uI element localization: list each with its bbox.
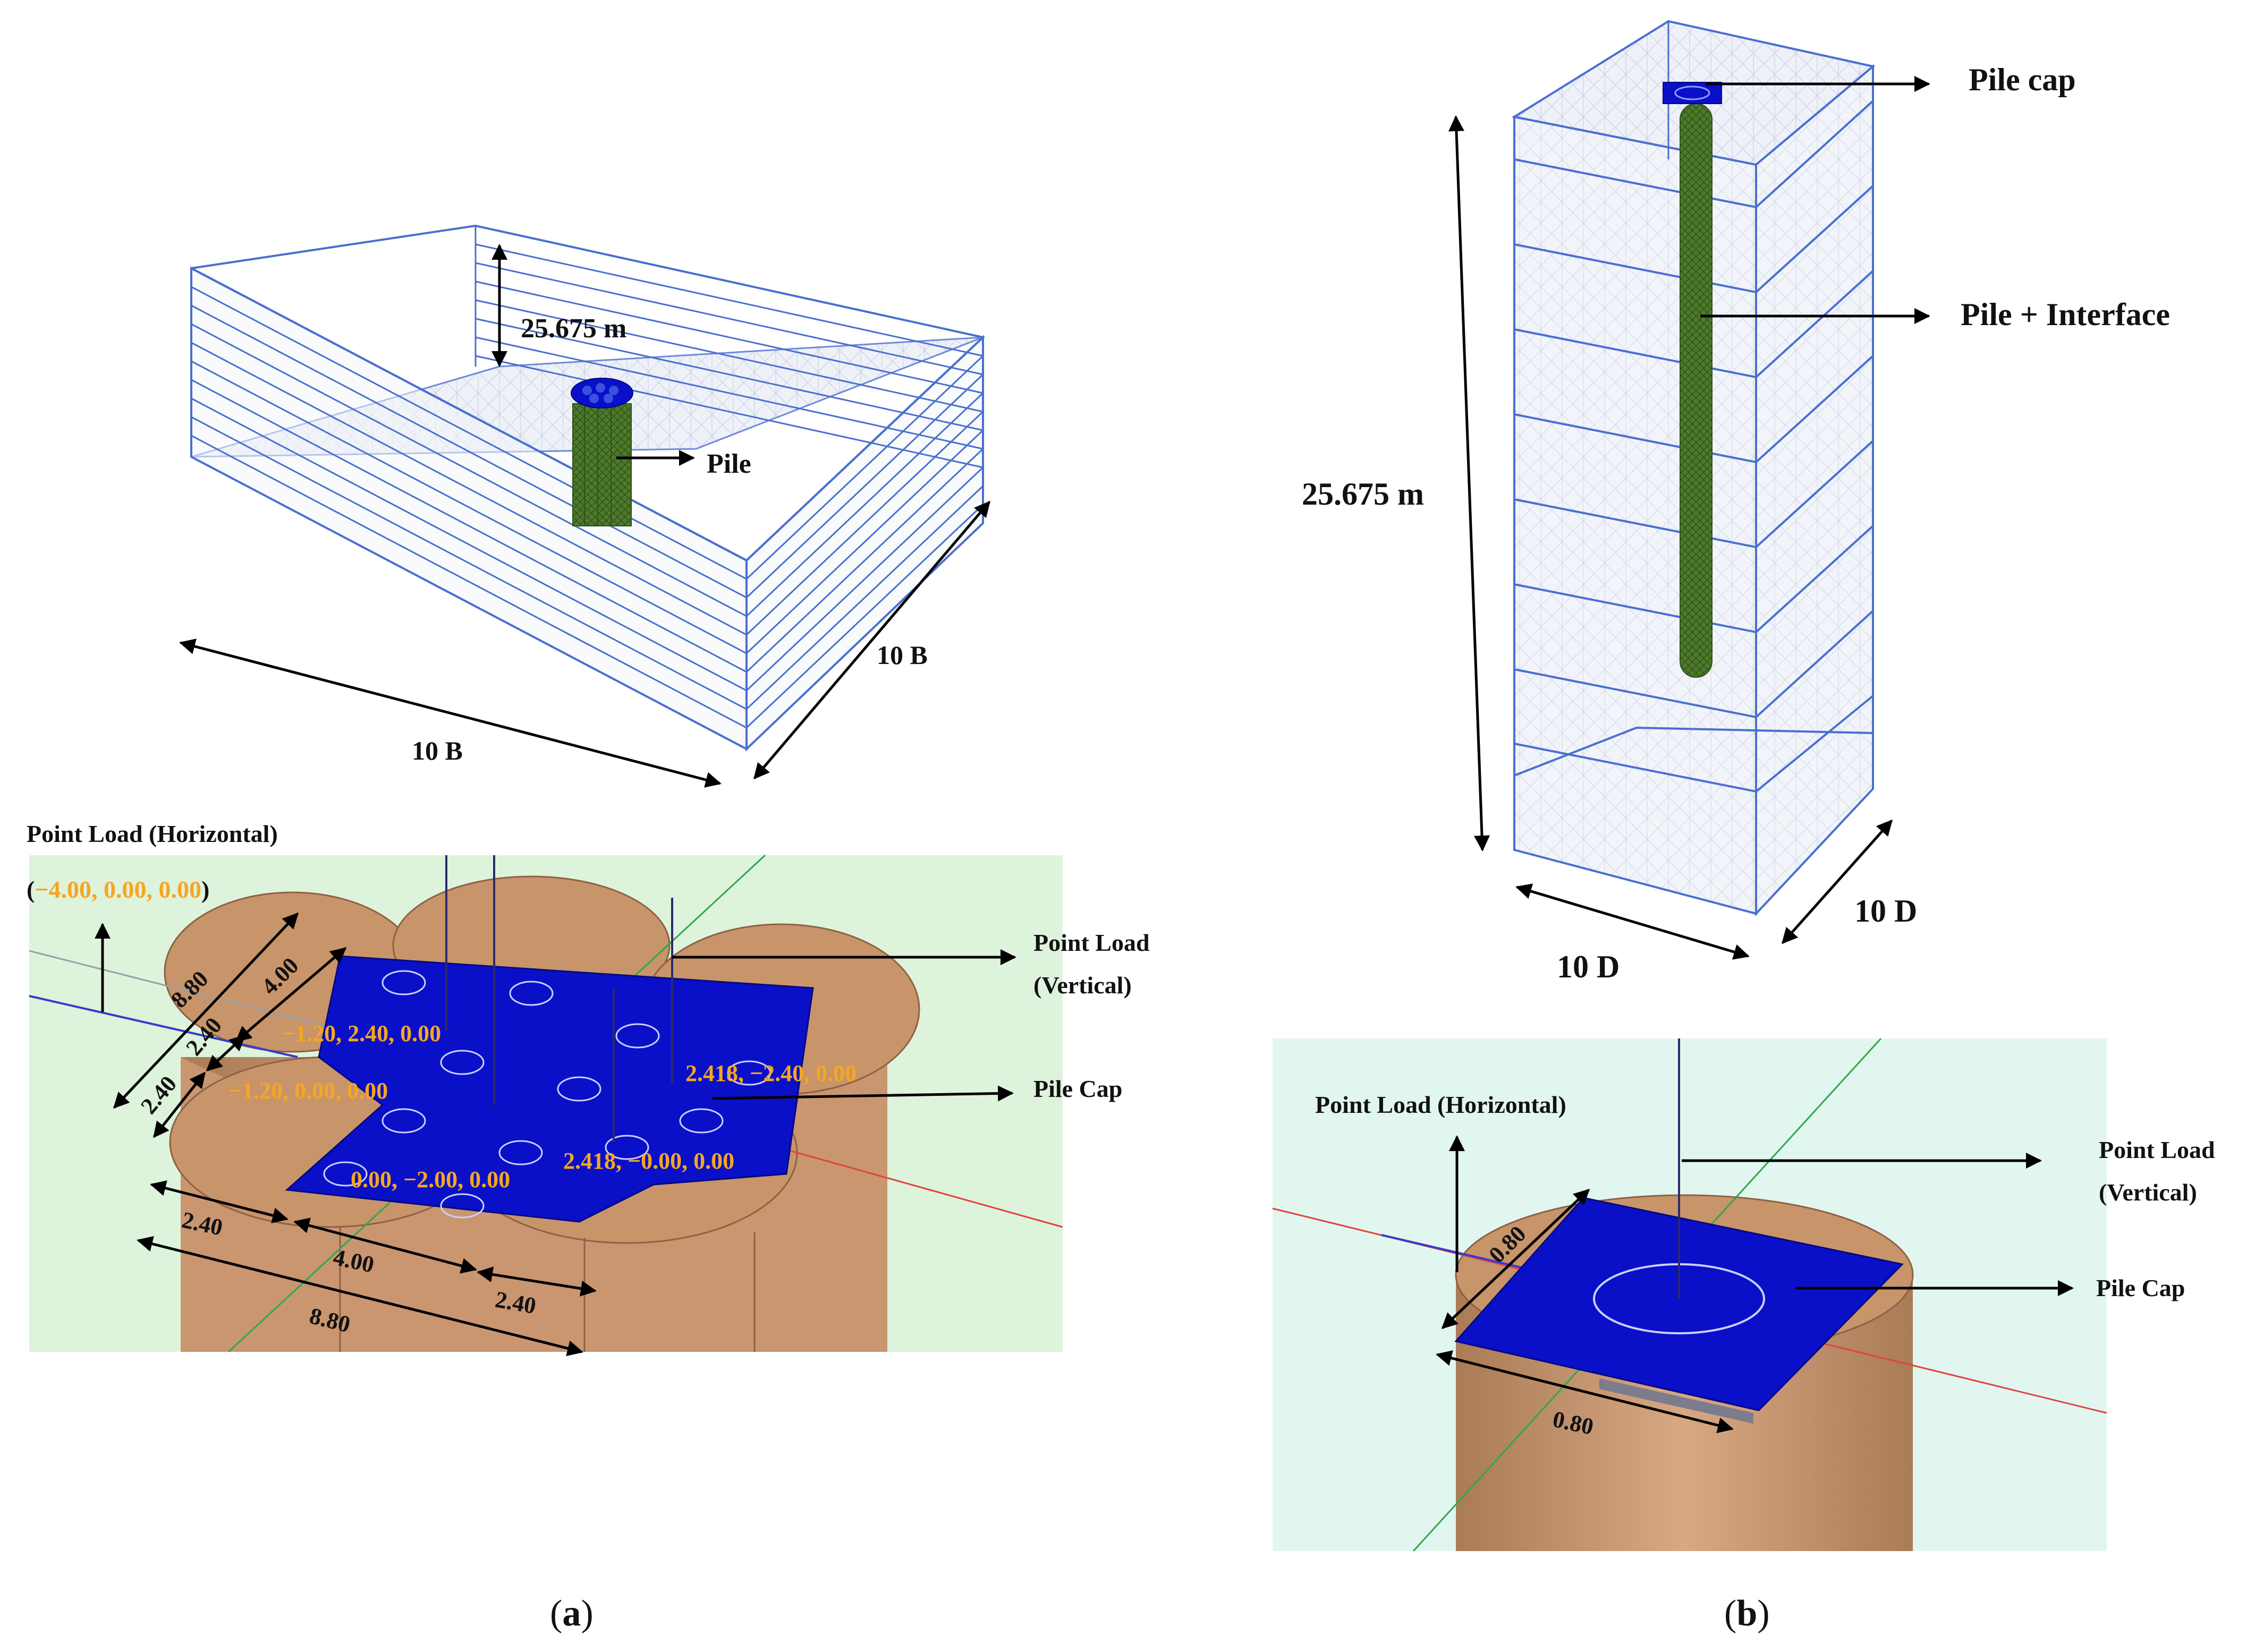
model-a-front-face	[190, 266, 748, 751]
model-a-pile-group	[571, 378, 633, 526]
detail-a-horizontal-load-label: Point Load (Horizontal)	[27, 820, 278, 847]
detail-a-coord-3: 2.418, −2.40, 0.00	[685, 1060, 857, 1086]
detail-b-pile-cap-label: Pile Cap	[2096, 1274, 2185, 1301]
panel-b-detail: Point Load (Horizontal) Point Load (Vert…	[1272, 1037, 2215, 1552]
detail-b-dim-side-arrow	[1441, 1188, 1590, 1330]
detail-b-horizontal-load-label: Point Load (Horizontal)	[1315, 1091, 1566, 1118]
caption-b: (b)	[1724, 1593, 1770, 1634]
model-a-width-label-x: 10 B	[412, 736, 463, 765]
detail-a-horizontal-load-coords: (−4.00, 0.00, 0.00)	[27, 876, 209, 903]
model-b-pile-cap-label: Pile cap	[1969, 62, 2076, 97]
detail-a-coord-1: −1.20, 2.40, 0.00	[282, 1020, 441, 1046]
model-b-pile-cap	[1663, 82, 1722, 104]
model-a-pile-label: Pile	[707, 449, 751, 479]
model-a-top-rim	[191, 224, 986, 562]
model-b-pile-interface-label: Pile + Interface	[1961, 297, 2170, 332]
model-b-width-label-x: 10 D	[1557, 949, 1620, 984]
model-a-width-arrow-y	[753, 500, 990, 780]
panel-a-detail: Point Load (Horizontal) (−4.00, 0.00, 0.…	[27, 820, 1150, 1356]
model-b-front-face	[1513, 115, 1757, 915]
caption-a: (a)	[550, 1593, 594, 1634]
model-b-depth-arrow	[1448, 115, 1490, 851]
detail-a-pile-cap-label: Pile Cap	[1033, 1075, 1122, 1102]
panel-b-model: Pile cap Pile + Interface 25.675 m 10 D …	[1302, 20, 2170, 984]
detail-a-pile-cap-arrow	[711, 1085, 1014, 1102]
detail-a-vertical-loads	[445, 855, 673, 1142]
model-b-width-arrow-y	[1782, 819, 1893, 944]
detail-b-vertical-load-label-2: (Vertical)	[2099, 1179, 2197, 1206]
detail-a-dimension-lines	[113, 912, 597, 1356]
detail-a-coord-2: −1.20, 0.00, 0.00	[228, 1078, 388, 1104]
panel-a-model: 25.675 m Pile 10 B 10 B	[179, 224, 990, 788]
model-b-side-face	[1755, 64, 1874, 917]
detail-a-pile-rings	[323, 970, 772, 1219]
detail-a-coord-4: 2.418, −0.00, 0.00	[563, 1148, 734, 1174]
model-b-width-label-y: 10 D	[1854, 893, 1917, 929]
detail-a-pile-cap	[285, 955, 814, 1223]
detail-a-vertical-load-label-2: (Vertical)	[1033, 972, 1132, 999]
model-b-width-arrow-x	[1515, 883, 1750, 960]
detail-a-coord-5: 0.00, −2.00, 0.00	[351, 1166, 510, 1193]
model-a-width-label-y: 10 B	[877, 640, 928, 670]
detail-b-vertical-load-label-1: Point Load	[2099, 1136, 2215, 1163]
model-a-width-arrow-x	[179, 638, 722, 788]
model-a-depth-label: 25.675 m	[521, 313, 626, 344]
model-b-depth-label: 25.675 m	[1302, 476, 1424, 512]
model-b-layers	[1514, 100, 1874, 793]
detail-b-dim-bottom-arrow	[1436, 1350, 1734, 1433]
detail-a-vertical-load-label-1: Point Load	[1033, 929, 1150, 956]
model-b-pile	[1680, 103, 1713, 678]
